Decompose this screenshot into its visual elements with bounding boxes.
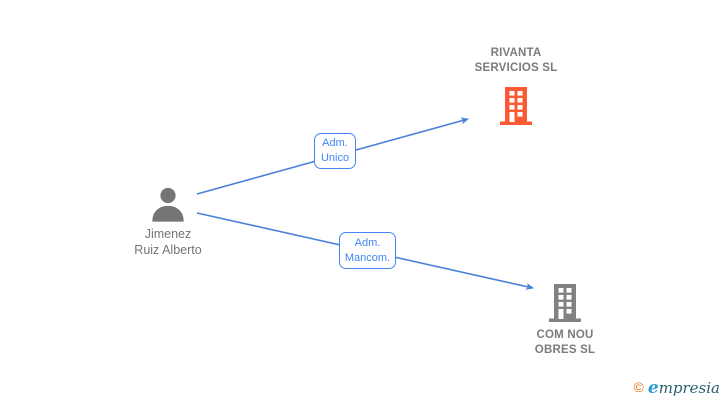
edge-label-adm-mancom: Adm. Mancom. — [339, 232, 396, 269]
person-name-line2: Ruiz Alberto — [134, 243, 202, 257]
company-node-com-nou-obres[interactable]: COM NOU OBRES SL — [495, 282, 635, 358]
company-node-rivanta-servicios[interactable]: RIVANTA SERVICIOS SL — [446, 46, 586, 125]
company-name: COM NOU OBRES SL — [495, 328, 635, 358]
brand-name: mpresia — [658, 379, 720, 397]
person-name: Jimenez Ruiz Alberto — [118, 226, 218, 258]
company-name-line1: COM NOU — [536, 329, 594, 341]
brand-initial: e — [647, 378, 659, 398]
edge-label-line2: Unico — [320, 152, 350, 164]
edge-label-line2: Mancom. — [344, 251, 391, 264]
company-name-line1: RIVANTA — [490, 47, 542, 59]
empresia-logo[interactable]: ©empresia — [634, 378, 720, 398]
person-icon — [152, 187, 184, 222]
edge-label-adm-unico: Adm. Unico — [314, 133, 356, 169]
copyright-icon: © — [633, 379, 644, 395]
building-icon — [500, 87, 532, 125]
building-icon — [549, 284, 581, 322]
person-name-line1: Jimenez — [144, 227, 192, 241]
company-name-line2: SERVICIOS SL — [474, 62, 558, 74]
edge-label-line1: Adm. — [322, 137, 348, 149]
person-node-jimenez-ruiz-alberto[interactable]: Jimenez Ruiz Alberto — [118, 187, 218, 258]
edge-label-line1: Adm. — [354, 236, 381, 249]
company-name-line2: OBRES SL — [534, 344, 596, 356]
company-name: RIVANTA SERVICIOS SL — [446, 46, 586, 76]
